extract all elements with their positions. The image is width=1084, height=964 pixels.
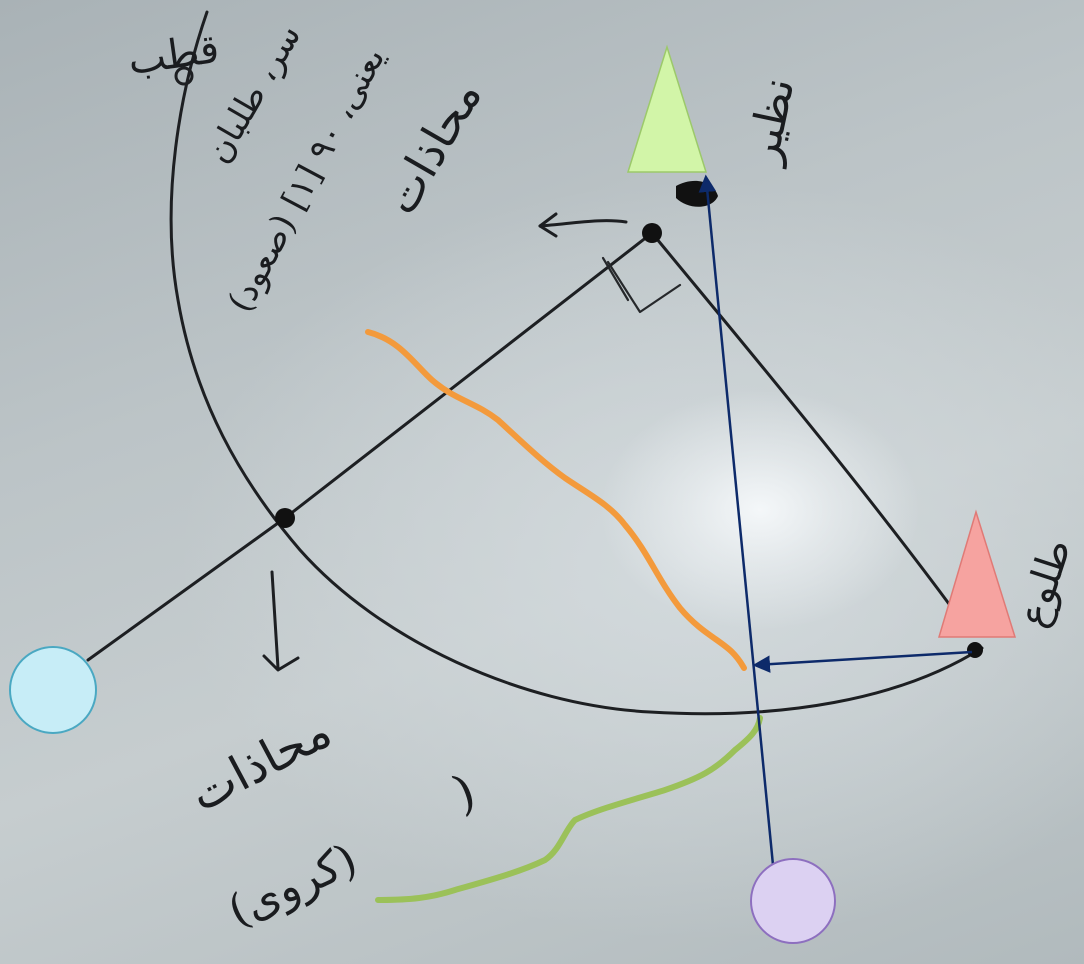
green-triangle — [626, 44, 708, 173]
down-arrow-head — [262, 654, 300, 672]
pole-point — [174, 66, 194, 86]
upper-point — [642, 223, 662, 243]
orange-highlight-stroke — [365, 329, 747, 671]
center-point — [275, 508, 295, 528]
upper-arrow — [538, 219, 628, 228]
down-arrow — [270, 570, 280, 670]
right-angle-marker — [606, 260, 682, 314]
green-highlight-stroke — [375, 715, 763, 903]
connecting-line — [650, 231, 957, 614]
main-diagonal-line — [86, 231, 654, 662]
right-angle-tick — [601, 256, 630, 302]
vertical-arrow — [698, 174, 775, 866]
celestial-arc — [169, 10, 984, 716]
horizontal-arrow — [752, 650, 973, 673]
ink-blob — [676, 180, 718, 207]
upper-arrow-head — [538, 212, 558, 238]
right-point — [967, 642, 983, 658]
purple-circle — [750, 858, 836, 944]
red-triangle — [937, 509, 1017, 638]
blue-circle — [9, 646, 97, 734]
